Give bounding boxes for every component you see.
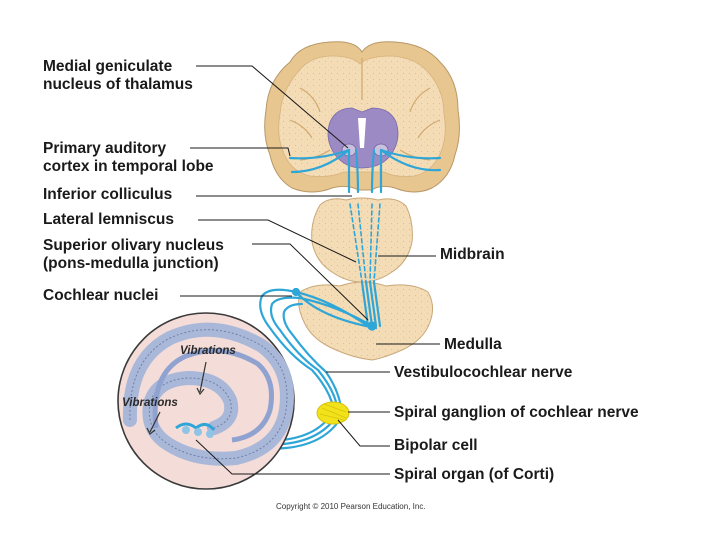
fiber-brainstem: [360, 280, 382, 328]
label-medial-geniculate: Medial geniculate nucleus of thalamus: [43, 58, 193, 94]
label-primary-auditory: Primary auditory cortex in temporal lobe: [43, 140, 214, 176]
label-spiral-organ: Spiral organ (of Corti): [394, 466, 555, 483]
label-vibrations-top: Vibrations: [180, 345, 236, 357]
label-superior-olivary-line2: (pons-medulla junction): [43, 255, 219, 272]
fiber-loop-3: [282, 302, 344, 416]
brain-section: [264, 41, 460, 193]
leader-medial-geniculate: [196, 65, 349, 149]
fiber-cortex-right-2: [379, 148, 442, 172]
vibration-arrow-left: [149, 411, 161, 433]
leader-superior-olivary: [252, 243, 369, 321]
fiber-cortex-right: [379, 148, 442, 160]
fiber-midbrain-dashed: [349, 203, 381, 283]
fiber-loop-outer: [259, 288, 336, 412]
leader-lateral-lemniscus: [198, 219, 357, 263]
leader-lines: [180, 65, 440, 475]
cochlear-duct: [152, 348, 274, 443]
vibration-arrow-top: [199, 361, 207, 393]
fiber-loop-2: [269, 296, 340, 414]
leader-bipolar-cell: [337, 419, 390, 447]
fiber-cortex-left: [288, 148, 351, 160]
cochlea-inset: [117, 312, 295, 490]
label-vestibulocochlear-nerve: Vestibulocochlear nerve: [394, 364, 573, 381]
label-superior-olivary-line1: Superior olivary nucleus: [43, 237, 224, 254]
label-medial-geniculate-line2: nucleus of thalamus: [43, 76, 193, 93]
label-superior-olivary: Superior olivary nucleus (pons-medulla j…: [43, 237, 224, 273]
label-bipolar-cell: Bipolar cell: [394, 437, 478, 454]
label-medulla: Medulla: [444, 336, 502, 353]
label-lateral-lemniscus: Lateral lemniscus: [43, 211, 174, 228]
label-inferior-colliculus: Inferior colliculus: [43, 186, 173, 203]
fiber-ascend-2: [354, 148, 360, 194]
medulla-section: [298, 281, 434, 361]
leader-spiral-organ: [195, 439, 390, 475]
fiber-ascend-4: [370, 148, 376, 194]
label-cochlear-nuclei: Cochlear nuclei: [43, 287, 159, 304]
fiber-cochlear-nuclei: [294, 290, 378, 330]
copyright-notice: Copyright © 2010 Pearson Education, Inc.: [276, 502, 426, 511]
label-primary-auditory-line1: Primary auditory: [43, 140, 167, 157]
label-medial-geniculate-line1: Medial geniculate: [43, 58, 173, 75]
ventricle: [358, 118, 366, 148]
label-vibrations-left: Vibrations: [122, 397, 178, 409]
label-primary-auditory-line2: cortex in temporal lobe: [43, 158, 214, 175]
fiber-cortex-left-2: [290, 148, 351, 174]
organ-of-corti-cluster: [175, 422, 216, 431]
label-spiral-ganglion: Spiral ganglion of cochlear nerve: [394, 404, 639, 421]
label-midbrain: Midbrain: [440, 246, 505, 263]
leader-primary-auditory: [190, 147, 291, 157]
